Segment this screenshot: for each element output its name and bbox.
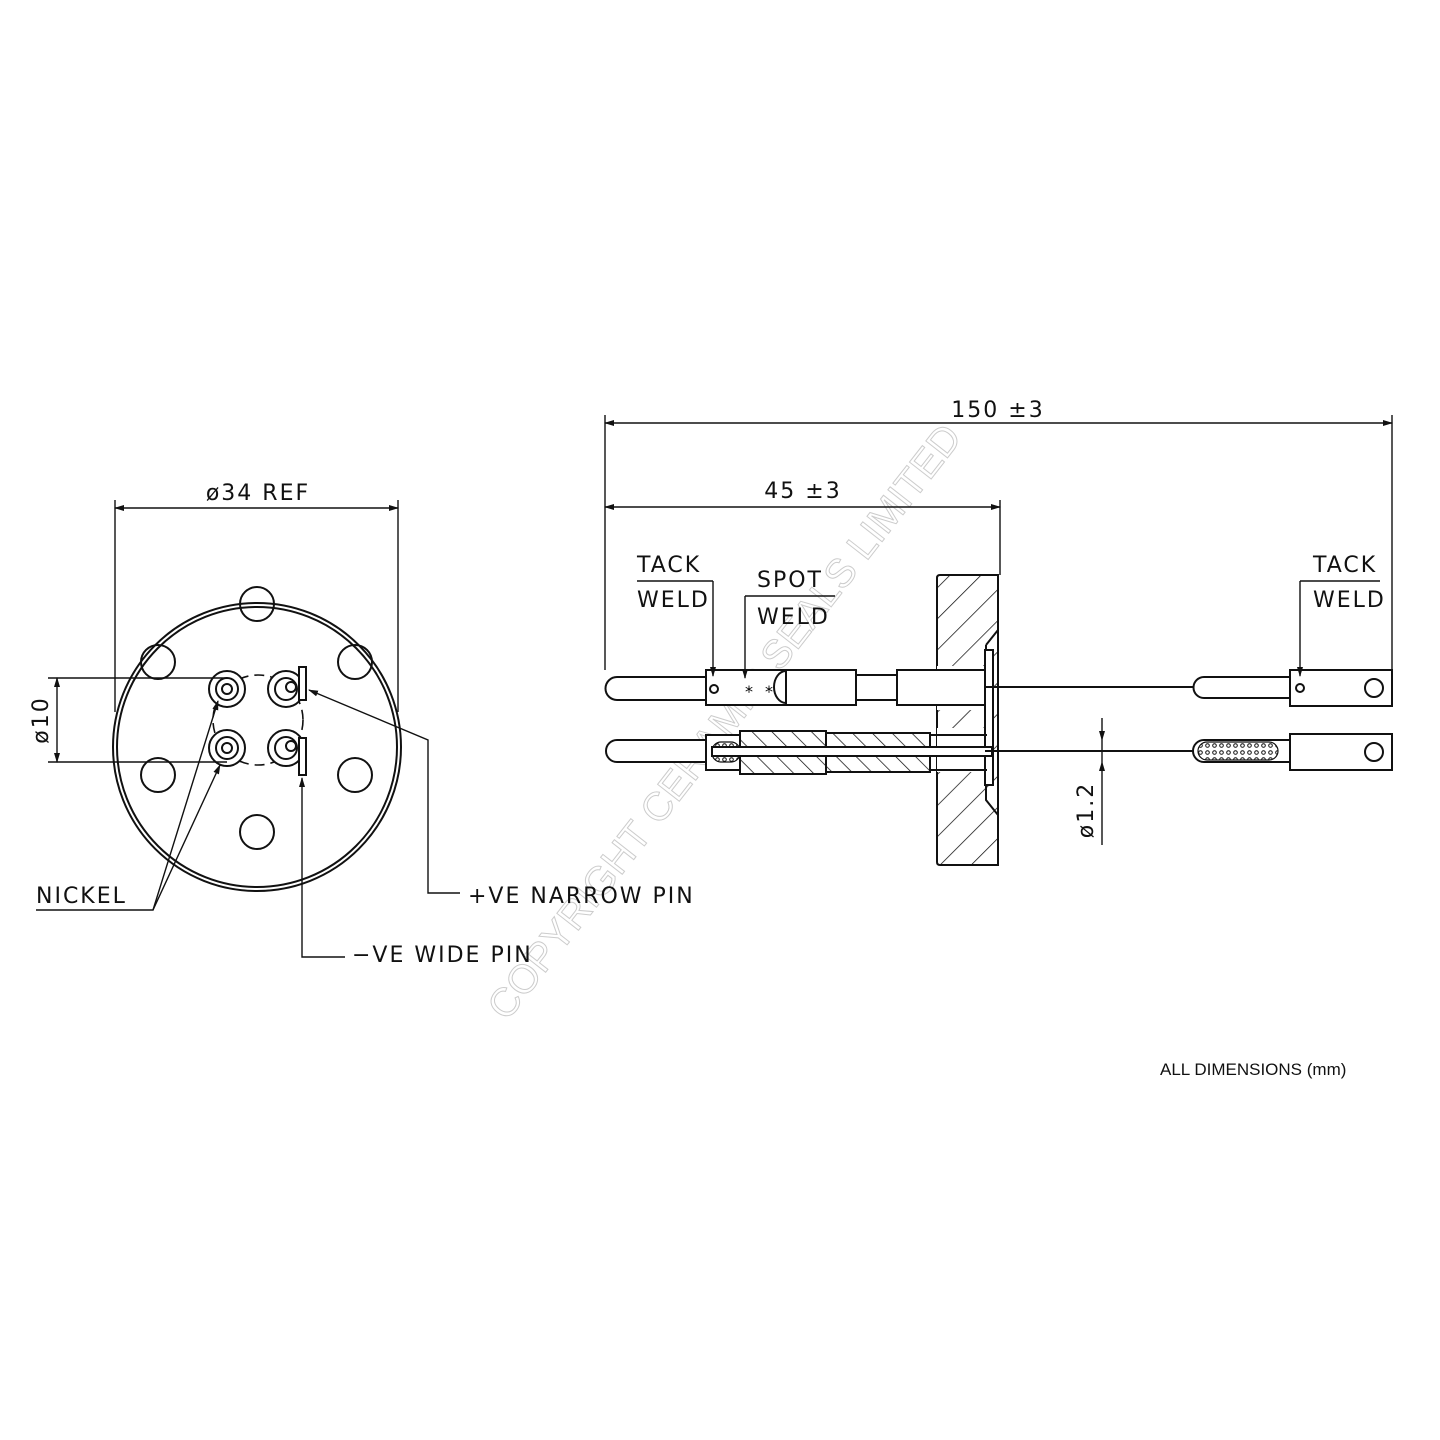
tack-weld-right-line2: WELD	[1313, 588, 1386, 613]
flange-front-view: ø34 REF ø10 NICKEL +VE NARROW PIN −VE WI…	[29, 481, 695, 968]
spot-weld-mark-icon: *	[765, 682, 773, 701]
feedthrough-pins	[208, 666, 307, 776]
wire-diameter-label: ø1.2	[1074, 782, 1099, 838]
feedthrough-side-view: 150 ±3 45 ±3 * *	[604, 398, 1393, 866]
spot-weld-line1: SPOT	[757, 568, 823, 593]
pin-circle-diameter-label: ø10	[29, 696, 54, 743]
tack-weld-left-line1: TACK	[636, 553, 701, 578]
nickel-label: NICKEL	[36, 884, 127, 909]
spot-weld-mark-icon: *	[745, 682, 753, 701]
flange-diameter-label: ø34 REF	[206, 481, 310, 506]
inner-length-label: 45 ±3	[764, 479, 841, 504]
bolt-holes	[140, 586, 373, 850]
positive-pin-label: +VE NARROW PIN	[468, 884, 695, 909]
overall-length-label: 150 ±3	[951, 398, 1044, 423]
copyright-watermark: COPYRIGHT CERAMIC SEALS LIMITED	[479, 416, 970, 1027]
tack-weld-left-line2: WELD	[637, 588, 710, 613]
units-note: ALL DIMENSIONS (mm)	[1160, 1060, 1346, 1079]
tack-weld-right-line1: TACK	[1312, 553, 1377, 578]
spot-weld-line2: WELD	[757, 605, 830, 630]
negative-pin-label: −VE WIDE PIN	[352, 943, 533, 968]
